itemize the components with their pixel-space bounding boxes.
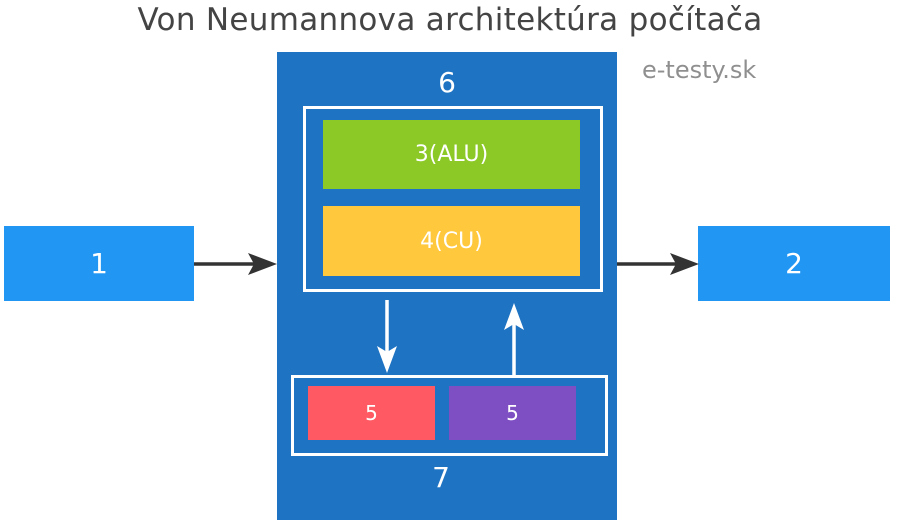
computer-label: 6 (438, 65, 456, 99)
memory-cell-right: 5 (449, 386, 576, 440)
memory-label: 7 (432, 460, 450, 494)
input-block: 1 (4, 226, 194, 301)
memory-outline (291, 375, 608, 456)
cu-block: 4(CU) (323, 206, 580, 276)
computer-to-output-arrow-head (670, 253, 699, 275)
processor-outline (303, 106, 603, 292)
memory-cell-left: 5 (308, 386, 435, 440)
watermark: e-testy.sk (642, 56, 757, 84)
output-block: 2 (698, 226, 890, 301)
alu-block: 3(ALU) (323, 120, 580, 189)
diagram-title: Von Neumannova architektúra počítača (137, 2, 763, 38)
input-to-computer-arrow-head (248, 253, 277, 275)
